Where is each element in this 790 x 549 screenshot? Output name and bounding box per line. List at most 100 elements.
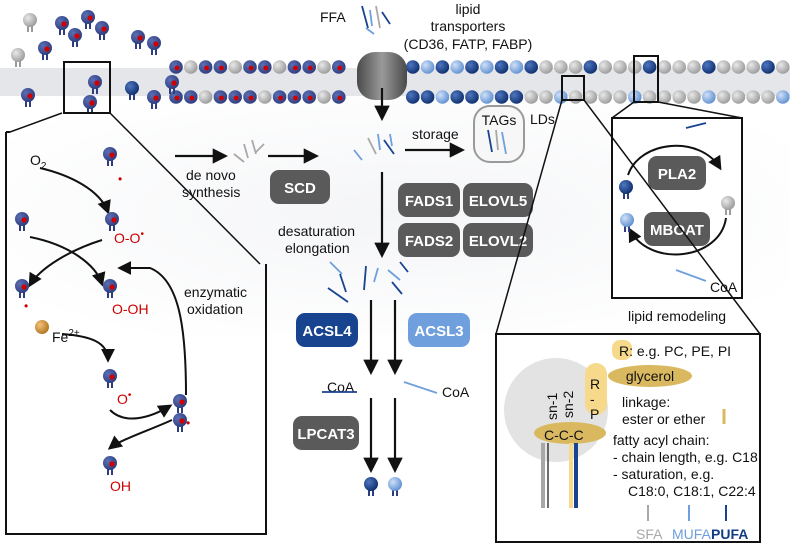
membrane-headgroup bbox=[716, 60, 731, 74]
elovl5-enzyme: ELOVL5 bbox=[463, 183, 533, 217]
mufa-phospholipid-icon bbox=[388, 477, 402, 496]
fatty-acid-chain bbox=[327, 287, 349, 303]
sfa-label: SFA bbox=[636, 526, 663, 542]
o2-label: O2 bbox=[30, 152, 47, 172]
r-group-shape bbox=[585, 363, 607, 415]
fatty-acid-chain bbox=[339, 273, 347, 293]
floating-lipid-icon bbox=[147, 90, 161, 109]
coa-right-label: CoA bbox=[442, 384, 470, 400]
oxidized-lipid-icon bbox=[15, 279, 29, 298]
membrane-headgroup bbox=[184, 60, 198, 74]
transporters-label-line3: (CD36, FATP, FABP) bbox=[404, 36, 533, 52]
fatty-acid-chain bbox=[391, 281, 403, 295]
sn2-label: sn-2 bbox=[560, 391, 576, 418]
scd-enzyme: SCD bbox=[270, 170, 330, 204]
mol-backbone-label: C-C-C bbox=[544, 427, 584, 443]
membrane-headgroup bbox=[598, 90, 612, 104]
enzymatic-label-line2: oxidation bbox=[187, 301, 243, 317]
membrane-headgroup bbox=[406, 90, 420, 104]
fatty-acid-chain bbox=[381, 11, 391, 25]
lipid-transporter-pore bbox=[357, 52, 407, 100]
de-novo-label-line2: synthesis bbox=[182, 184, 240, 200]
oxidation-dot bbox=[278, 95, 283, 101]
membrane-headgroup bbox=[539, 60, 553, 74]
membrane-headgroup bbox=[509, 90, 524, 104]
coa-left-label: CoA bbox=[327, 379, 355, 395]
floating-lipid-icon bbox=[23, 13, 37, 32]
fenton-arrow bbox=[61, 333, 115, 363]
mol-dash-label: - bbox=[590, 391, 595, 407]
fe2-label: Fe2+ bbox=[52, 328, 80, 345]
o2-addition-arrow bbox=[39, 167, 111, 215]
membrane-headgroup bbox=[317, 60, 331, 74]
floating-lipid-icon bbox=[11, 48, 25, 67]
enzymatic-label-line1: enzymatic bbox=[184, 284, 247, 300]
membrane-headgroup bbox=[598, 60, 612, 74]
chain-length-text: - chain length, e.g. C18 bbox=[613, 449, 758, 465]
membrane-headgroup bbox=[761, 60, 775, 74]
linkage-line2: ester or ether bbox=[622, 411, 706, 427]
tags-label: TAGs bbox=[482, 112, 517, 128]
membrane-headgroup bbox=[687, 60, 701, 74]
floating-lipid-icon bbox=[131, 30, 145, 49]
lipid-peroxidation-panel: O2 O-O• O-OH Fe2+ O• OH • • • enzymatic … bbox=[15, 147, 247, 494]
zoom-connector-left-2 bbox=[109, 112, 261, 265]
membrane-headgroup bbox=[539, 90, 553, 104]
acsl3-enzyme: ACSL3 bbox=[408, 313, 470, 347]
membrane-headgroup bbox=[450, 60, 465, 74]
oxidation-dot bbox=[248, 65, 254, 71]
ffa-label: FFA bbox=[320, 9, 346, 25]
fatty-acid-chain bbox=[329, 261, 343, 275]
transporters-label-line1: lipid bbox=[456, 1, 481, 17]
acsl4-label: ACSL4 bbox=[302, 323, 352, 340]
extracellular-lipids bbox=[11, 10, 179, 114]
membrane-headgroup bbox=[480, 90, 494, 104]
membrane-headgroup bbox=[524, 60, 538, 74]
membrane-headgroup bbox=[435, 90, 450, 104]
membrane-headgroup bbox=[731, 90, 746, 104]
glycerol-key bbox=[608, 365, 692, 387]
oxidation-dot bbox=[307, 65, 313, 71]
mufa-label: MUFA bbox=[672, 526, 712, 542]
radical-dot-1: • bbox=[118, 172, 122, 186]
oxidation-dot bbox=[293, 65, 298, 71]
ffa-pool-icon bbox=[353, 133, 395, 161]
de-novo-label-line1: de novo bbox=[186, 167, 236, 183]
de-novo-fa-icon bbox=[233, 139, 265, 163]
elongation-label: elongation bbox=[285, 240, 350, 256]
fatty-acid-chain bbox=[361, 5, 369, 29]
membrane-headgroup bbox=[761, 90, 775, 104]
radical-dot-2: • bbox=[24, 299, 28, 313]
oxidized-lipid-icon bbox=[103, 279, 117, 298]
iron-icon bbox=[35, 320, 49, 334]
floating-lipid-icon bbox=[165, 75, 179, 94]
mboat-label: MBOAT bbox=[650, 222, 704, 239]
r-group-key bbox=[612, 340, 632, 360]
fatty-acid-chain bbox=[387, 269, 401, 281]
membrane-headgroup bbox=[524, 90, 538, 104]
zoom-source-box-remodel-2 bbox=[633, 55, 659, 103]
tag-chains-icon bbox=[487, 129, 507, 155]
fatty-acid-chain bbox=[251, 139, 257, 155]
fatty-acid-chain bbox=[399, 261, 409, 273]
oxidation-dot bbox=[189, 95, 195, 101]
oxidation-dot bbox=[204, 65, 210, 71]
membrane-headgroup bbox=[746, 60, 760, 74]
zoom-source-box-left bbox=[63, 61, 111, 114]
membrane-headgroup bbox=[228, 60, 242, 74]
lipid-droplet bbox=[473, 105, 525, 163]
oxidation-dot bbox=[263, 65, 269, 71]
mol-r-label: R bbox=[590, 376, 600, 392]
lysolipid-icon bbox=[721, 196, 735, 215]
radical-dot-3: • bbox=[186, 416, 190, 430]
membrane-headgroup bbox=[420, 90, 435, 104]
oxidation-dot bbox=[219, 95, 224, 101]
membrane-headgroup bbox=[776, 90, 790, 104]
acyl-coa-chain bbox=[675, 269, 707, 282]
floating-lipid-icon bbox=[88, 75, 102, 94]
fatty-acid-chain bbox=[367, 137, 377, 155]
remodeling-title: lipid remodeling bbox=[628, 308, 726, 324]
fads2-enzyme: FADS2 bbox=[398, 223, 460, 257]
membrane-headgroup bbox=[480, 60, 494, 74]
